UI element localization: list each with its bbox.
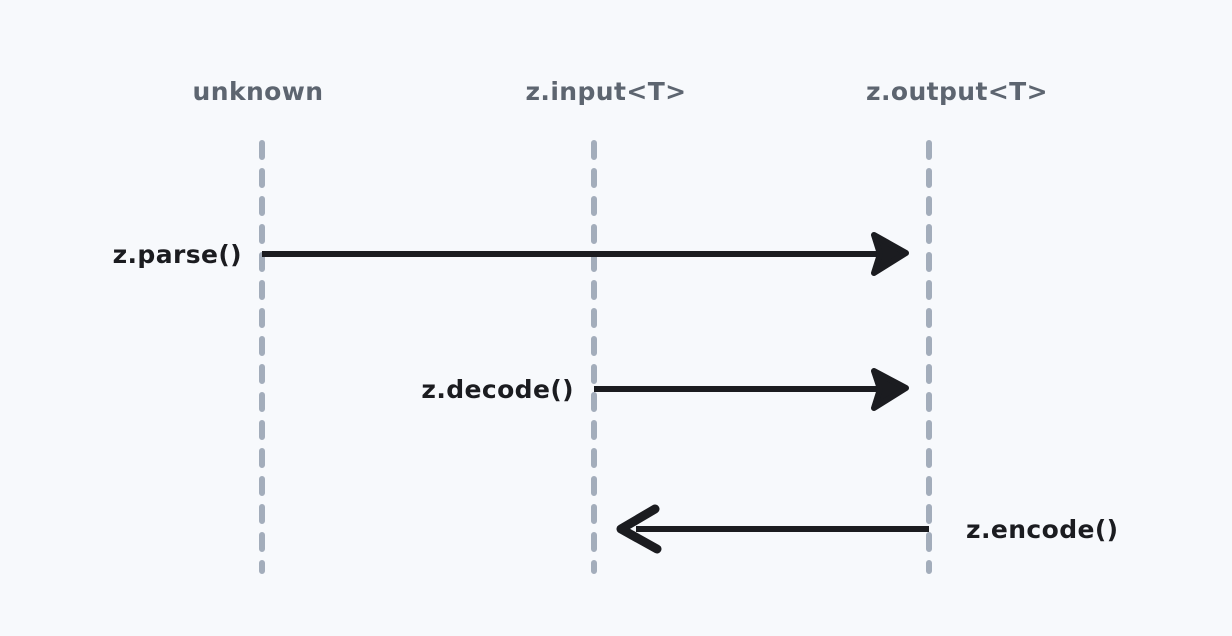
message-decode: z.decode() xyxy=(421,368,909,411)
participant-label-z-input: z.input<T> xyxy=(525,77,686,106)
message-label-decode: z.decode() xyxy=(421,375,574,404)
message-encode: z.encode() xyxy=(616,504,1119,554)
message-parse-arrowhead xyxy=(871,232,909,276)
message-encode-arrowhead xyxy=(616,504,662,554)
message-parse: z.parse() xyxy=(113,232,909,276)
participant-label-z-output: z.output<T> xyxy=(866,77,1048,106)
message-label-encode: z.encode() xyxy=(966,515,1119,544)
participant-label-unknown: unknown xyxy=(193,77,324,106)
participant-labels-group: unknown z.input<T> z.output<T> xyxy=(193,77,1048,106)
message-label-parse: z.parse() xyxy=(113,240,242,269)
lifelines-group xyxy=(259,140,932,574)
message-decode-arrowhead xyxy=(871,368,909,411)
